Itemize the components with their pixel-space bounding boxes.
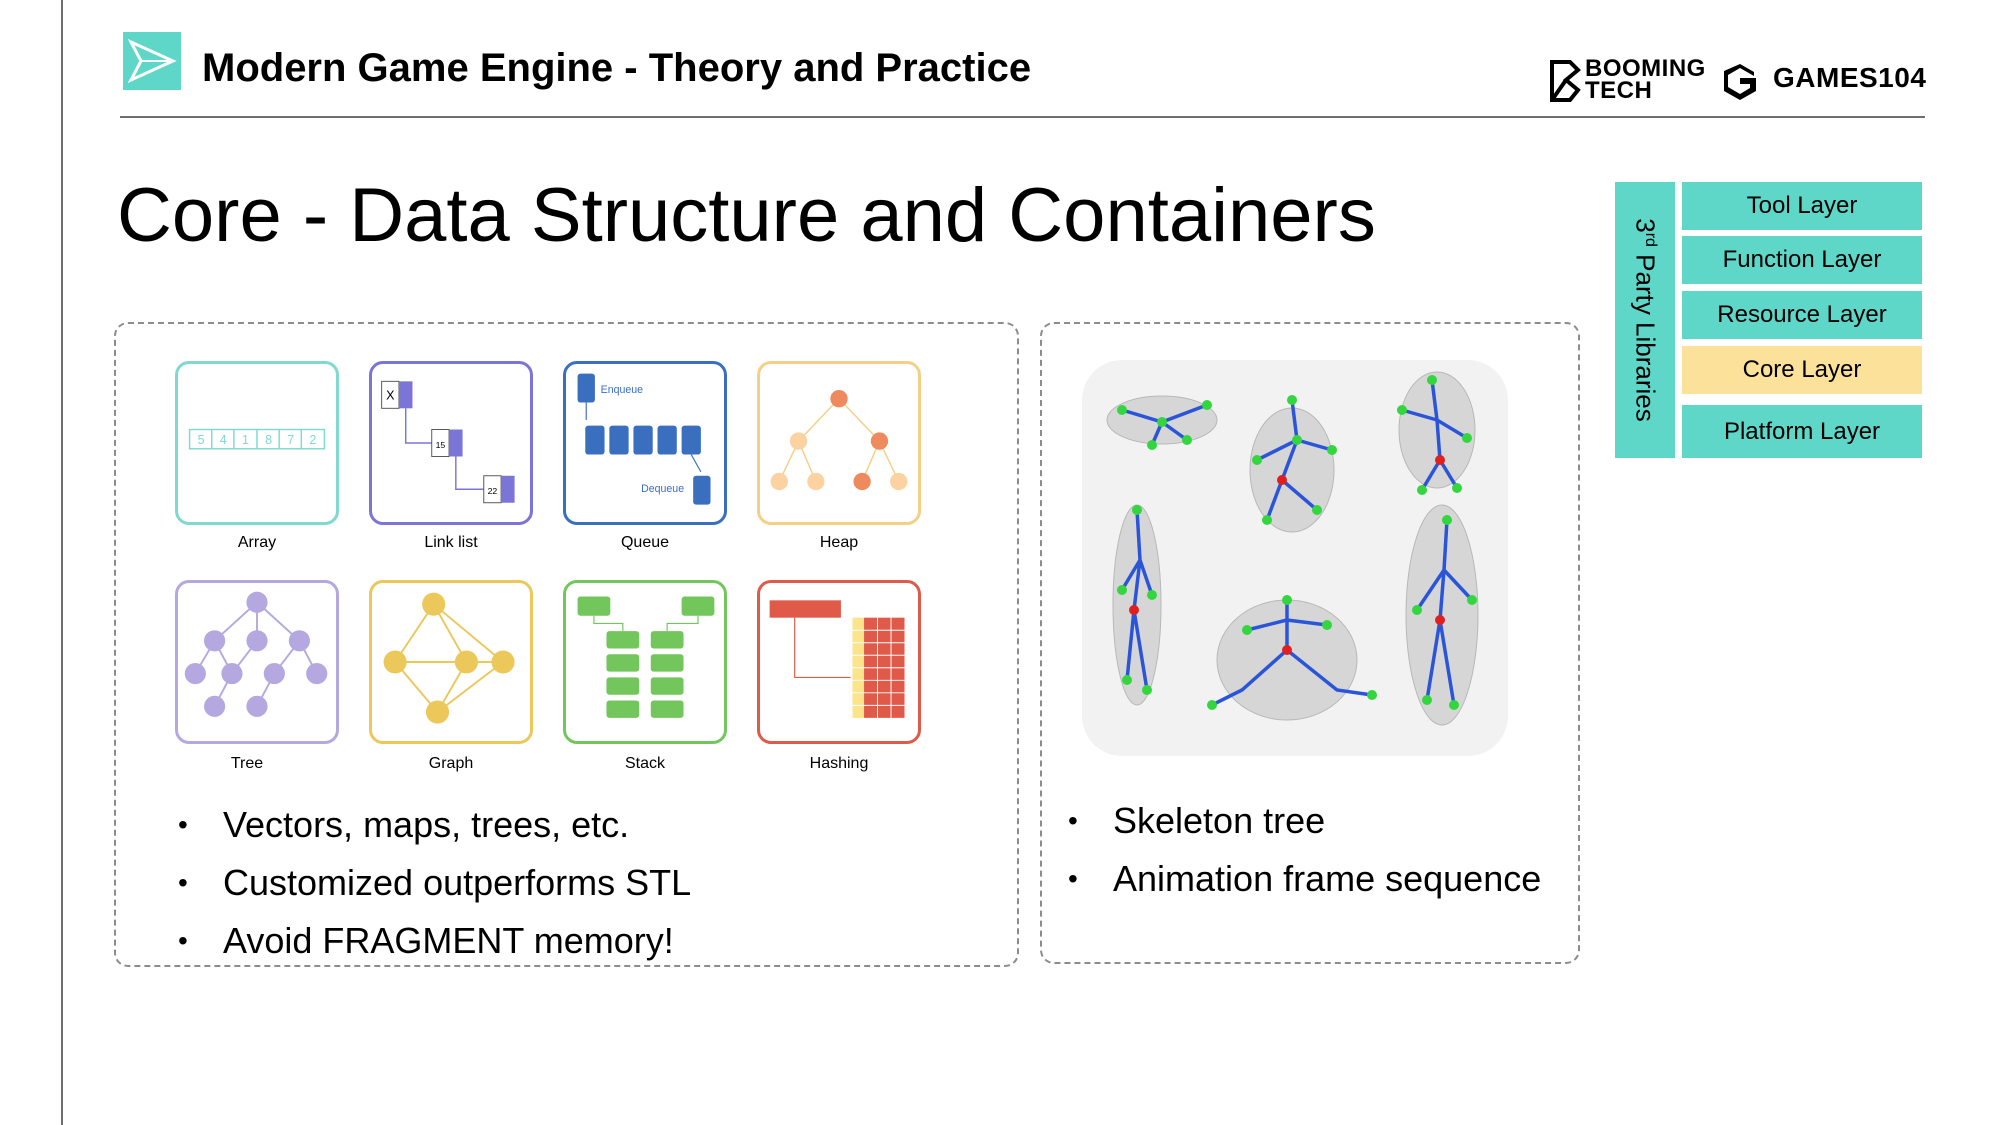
link-node-value: 22 <box>488 486 498 496</box>
skeleton-poses-image <box>1082 360 1508 756</box>
graph-label: Graph <box>428 755 474 772</box>
array-cell: 1 <box>242 433 249 447</box>
tool-layer: Tool Layer <box>1682 182 1922 230</box>
platform-layer: Platform Layer <box>1682 405 1922 458</box>
games104-wordmark: GAMES104 <box>1773 62 1927 93</box>
bullet-item: Customized outperforms STL <box>178 854 998 912</box>
array-cell: 4 <box>220 433 227 447</box>
right-bullet-list: Skeleton tree Animation frame sequence <box>1068 792 1568 908</box>
link-node-value: X <box>386 389 395 403</box>
left-bullet-list: Vectors, maps, trees, etc. Customized ou… <box>178 796 998 970</box>
bullet-item: Vectors, maps, trees, etc. <box>178 796 998 854</box>
heap-label: Heap <box>819 534 859 551</box>
queue-label: Queue <box>620 534 670 551</box>
tree-label: Tree <box>230 755 264 772</box>
array-cell: 2 <box>309 433 316 447</box>
array-label: Array <box>237 534 277 551</box>
array-cell: 8 <box>265 433 272 447</box>
skeleton-panel <box>1040 322 1580 964</box>
tree-card <box>175 580 339 744</box>
heap-card <box>757 361 921 525</box>
enqueue-text: Enqueue <box>601 384 643 396</box>
left-margin-rule <box>61 0 63 1125</box>
booming-tech-wordmark: BOOMING TECH <box>1585 55 1706 104</box>
course-logo-icon <box>123 32 181 90</box>
bullet-item: Animation frame sequence <box>1068 850 1568 908</box>
function-layer: Function Layer <box>1682 236 1922 284</box>
link-list-label: Link list <box>424 534 478 551</box>
array-card: 5 4 1 8 7 2 <box>175 361 339 525</box>
slide-title: Core - Data Structure and Containers <box>117 173 1376 258</box>
bullet-item: Skeleton tree <box>1068 792 1568 850</box>
third-party-libraries-bar: 3rd Party Libraries <box>1615 182 1675 458</box>
header-divider <box>120 116 1925 118</box>
course-title: Modern Game Engine - Theory and Practice <box>202 46 1032 90</box>
graph-card <box>369 580 533 744</box>
core-layer: Core Layer <box>1682 346 1922 394</box>
array-cell: 7 <box>287 433 294 447</box>
link-list-card: X 15 22 <box>369 361 533 525</box>
hashing-card <box>757 580 921 744</box>
hashing-label: Hashing <box>809 755 869 772</box>
booming-tech-logo-icon <box>1548 58 1582 109</box>
resource-layer: Resource Layer <box>1682 291 1922 339</box>
third-party-libraries-label: 3rd Party Libraries <box>1630 218 1661 422</box>
queue-card: Enqueue Dequeue <box>563 361 727 525</box>
bullet-item: Avoid FRAGMENT memory! <box>178 912 998 970</box>
stack-card <box>563 580 727 744</box>
stack-label: Stack <box>624 755 665 772</box>
array-cell: 5 <box>198 433 205 447</box>
link-node-value: 15 <box>436 440 446 450</box>
games104-logo-icon <box>1720 60 1760 105</box>
dequeue-text: Dequeue <box>641 483 684 495</box>
